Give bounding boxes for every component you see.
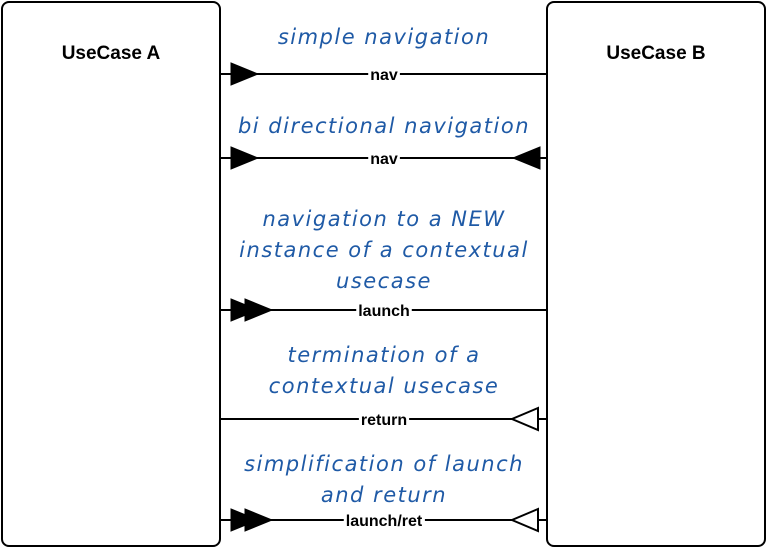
connector-label: launch/ret xyxy=(346,513,423,530)
filled-arrowhead-icon xyxy=(230,62,260,86)
filled-arrowhead-icon xyxy=(244,508,274,532)
filled-arrowhead-icon xyxy=(244,298,274,322)
connector-caption-line: bi directional navigation xyxy=(238,114,530,138)
connector-label: return xyxy=(361,412,407,429)
connector-label-background xyxy=(368,67,400,84)
connector-label-background xyxy=(368,151,400,168)
connector-label-background xyxy=(358,412,410,429)
connector-caption-line: simple navigation xyxy=(278,25,490,49)
connector-1: simple navigation xyxy=(221,25,546,86)
usecase-a-box: UseCase A xyxy=(1,1,221,547)
connector-label: nav xyxy=(370,67,398,84)
connector-label: launch xyxy=(358,303,410,320)
usecase-a-title: UseCase A xyxy=(61,43,161,64)
connector-caption-line: termination of a xyxy=(288,343,481,367)
connector-label: nav xyxy=(370,151,398,168)
connector-label-background xyxy=(343,513,425,530)
filled-arrowhead-icon xyxy=(230,146,260,170)
usecase-b-box: UseCase B xyxy=(546,1,766,547)
connector-4: termination of a contextual usecase xyxy=(221,343,546,432)
connector-label-background xyxy=(356,303,412,320)
filled-arrowhead-icon xyxy=(511,146,541,170)
connector-caption-line: simplification of launch xyxy=(244,452,524,476)
connector-caption-line: instance of a contextual xyxy=(239,238,529,262)
connector-caption-line: and return xyxy=(321,483,447,507)
open-arrowhead-icon xyxy=(509,507,539,533)
open-arrowhead-icon xyxy=(509,406,539,432)
connector-caption-line: contextual usecase xyxy=(269,374,500,398)
usecase-b-title: UseCase B xyxy=(606,43,706,64)
connector-caption-line: navigation to a NEW xyxy=(262,207,505,231)
connector-5: simplification of launch and return xyxy=(221,452,546,533)
connector-caption-line: usecase xyxy=(336,269,432,293)
